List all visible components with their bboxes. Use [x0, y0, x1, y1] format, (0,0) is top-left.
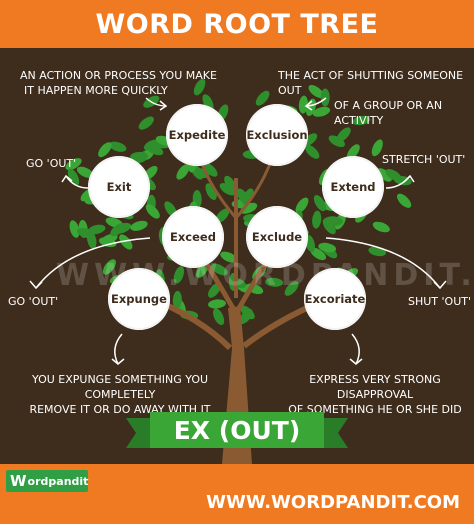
excoriate-definition: EXPRESS VERY STRONG DISAPPROVAL OF SOMET…	[282, 372, 468, 417]
leaf	[298, 95, 308, 114]
leaf	[213, 308, 225, 326]
logo-text: ordpandit	[27, 474, 89, 488]
leaf	[69, 220, 80, 238]
excoriate-definition-line2: OF SOMETHING HE OR SHE DID	[288, 403, 462, 416]
leaf	[318, 242, 337, 253]
leaf	[193, 78, 206, 96]
expedite-definition: AN ACTION OR PROCESS YOU MAKE IT HAPPEN …	[20, 68, 217, 98]
leaf	[219, 183, 236, 196]
leaf	[98, 142, 112, 158]
logo-letter: W	[10, 472, 27, 490]
root-label: EX (OUT)	[173, 415, 301, 445]
leaf	[65, 158, 82, 171]
leaf	[67, 168, 80, 186]
node-exceed-label: Exceed	[170, 230, 216, 244]
leaf	[130, 220, 148, 231]
leaf	[320, 88, 330, 107]
node-exceed: Exceed	[162, 206, 224, 268]
node-expedite: Expedite	[166, 104, 228, 166]
root-ribbon-band: EX (OUT)	[150, 412, 324, 448]
node-exclusion-label: Exclusion	[246, 128, 308, 142]
leaf	[224, 175, 237, 192]
expunge-side-meaning: GO 'OUT'	[8, 295, 59, 308]
extend-meaning: STRETCH 'OUT'	[382, 153, 466, 166]
leaf	[98, 237, 117, 248]
leaf	[312, 210, 322, 229]
leaf	[102, 259, 116, 275]
exclusion-definition: THE ACT OF SHUTTING SOMEONE OUT OF A GRO…	[278, 68, 474, 128]
annotation-arrows	[29, 97, 447, 365]
leaf	[143, 139, 161, 151]
exclusion-definition-line2: OF A GROUP OR AN ACTIVITY	[334, 99, 443, 127]
node-extend-label: Extend	[330, 180, 376, 194]
website-url: WWW.WORDPANDIT.COM	[206, 492, 460, 513]
leaf	[138, 116, 154, 130]
leaf	[145, 204, 160, 219]
excoriate-definition-line1: EXPRESS VERY STRONG DISAPPROVAL	[309, 373, 441, 401]
leaf	[173, 266, 185, 284]
root-ribbon: EX (OUT)	[126, 412, 348, 448]
leaf	[119, 234, 133, 250]
expedite-definition-line1: AN ACTION OR PROCESS YOU MAKE	[20, 69, 217, 82]
leaf	[352, 115, 371, 126]
leaf	[305, 98, 317, 117]
excoriate-side-meaning: SHUT 'OUT'	[408, 295, 471, 308]
leaf	[310, 247, 327, 261]
node-exit-label: Exit	[106, 180, 132, 194]
leaf	[336, 127, 351, 142]
node-exclude: Exclude	[246, 206, 308, 268]
leaf	[305, 144, 320, 159]
exit-meaning: GO 'OUT'	[26, 157, 77, 170]
ribbon-tails	[126, 418, 348, 448]
leaf	[108, 141, 127, 152]
leaf	[322, 216, 341, 226]
leaf	[130, 151, 149, 161]
leaf	[77, 228, 95, 239]
tree-stage: WWW.WORDPANDIT.COM AN ACTION OR PROCESS …	[0, 48, 474, 464]
leaf	[176, 164, 190, 180]
page-title: WORD ROOT TREE	[95, 8, 379, 40]
leaf	[255, 90, 270, 106]
leaf	[208, 299, 226, 309]
expunge-definition-line1: YOU EXPUNGE SOMETHING YOU COMPLETELY	[31, 373, 209, 401]
leaf	[313, 195, 326, 212]
leaf	[284, 281, 299, 296]
leaf	[211, 263, 228, 276]
node-expedite-label: Expedite	[168, 128, 226, 142]
leaf	[377, 168, 392, 182]
wordpandit-logo: W ordpandit	[6, 470, 88, 492]
leaf	[308, 84, 324, 99]
leaf	[396, 193, 412, 208]
leaf	[312, 106, 331, 117]
expedite-definition-line2: IT HAPPEN MORE QUICKLY	[24, 84, 168, 97]
leaf	[239, 309, 253, 325]
leaf	[172, 290, 182, 309]
node-expunge: Expunge	[108, 268, 170, 330]
leaf	[346, 144, 360, 160]
leaf	[220, 251, 238, 263]
node-exclusion: Exclusion	[246, 104, 308, 166]
leaf	[295, 197, 309, 214]
leaf	[372, 221, 390, 233]
node-exit: Exit	[88, 156, 150, 218]
node-excoriate-label: Excoriate	[304, 292, 366, 306]
header-banner: WORD ROOT TREE	[0, 0, 474, 48]
leaf	[371, 139, 383, 157]
node-extend: Extend	[322, 156, 384, 218]
leaf	[202, 162, 218, 177]
leaf	[205, 183, 217, 200]
leaf	[110, 223, 126, 237]
leaf	[265, 277, 284, 287]
footer-bar: W ordpandit WWW.WORDPANDIT.COM	[0, 464, 474, 524]
leaf	[328, 135, 345, 148]
expunge-definition: YOU EXPUNGE SOMETHING YOU COMPLETELY REM…	[18, 372, 222, 417]
node-excoriate: Excoriate	[304, 268, 366, 330]
node-expunge-label: Expunge	[111, 292, 167, 306]
node-exclude-label: Exclude	[251, 230, 303, 244]
exclusion-definition-line1: THE ACT OF SHUTTING SOMEONE OUT	[278, 69, 464, 97]
